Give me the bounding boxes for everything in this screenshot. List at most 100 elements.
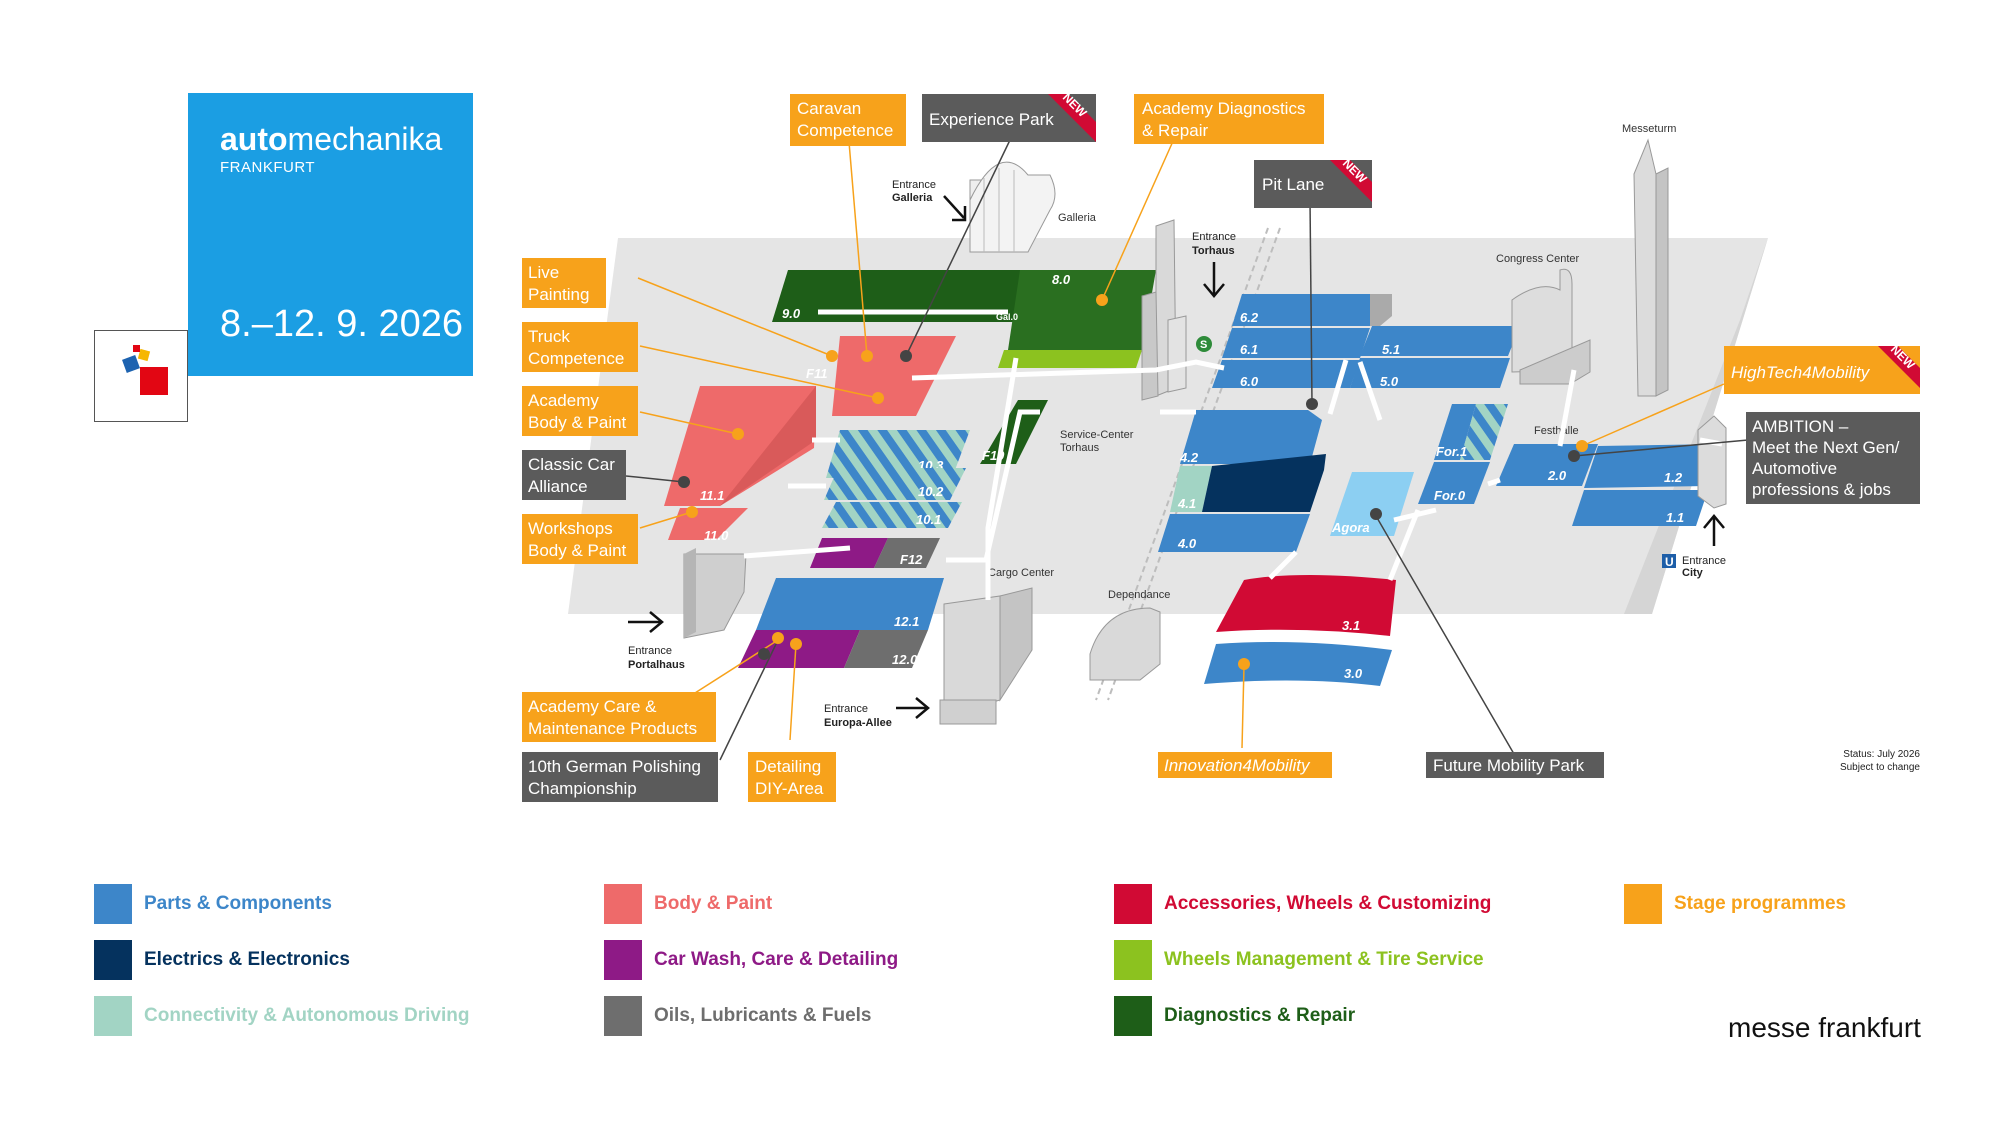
- hall-4-1-electrics[interactable]: [1202, 454, 1326, 512]
- entrance-torhaus-label-1: Entrance: [1192, 231, 1236, 243]
- hall-1-2[interactable]: [1584, 444, 1722, 488]
- hall-8-0-wheels[interactable]: [998, 350, 1142, 368]
- svg-text:S: S: [1200, 339, 1207, 351]
- hall-8-0[interactable]: [1008, 270, 1156, 350]
- legend-swatch: [1114, 940, 1152, 980]
- entrance-torhaus-arrow-icon: [1203, 262, 1225, 298]
- svg-text:Detailing: Detailing: [755, 757, 821, 776]
- legend-label: Oils, Lubricants & Fuels: [654, 1005, 872, 1026]
- callout-ambition[interactable]: AMBITION – Meet the Next Gen/ Automotive…: [1746, 412, 1920, 504]
- entrance-portalhaus-label-1: Entrance: [628, 645, 672, 657]
- hall-4-2[interactable]: [1180, 410, 1322, 464]
- s-bahn-icon: S: [1196, 336, 1212, 352]
- callout-caravan[interactable]: Caravan Competence: [790, 94, 906, 146]
- hall-10-2[interactable]: [824, 468, 966, 500]
- entrance-europa-arrow-icon: [896, 697, 930, 719]
- callout-truck-competence[interactable]: Truck Competence: [522, 322, 638, 372]
- hall-6-2[interactable]: [1232, 294, 1382, 326]
- callout-academy-diagnostics[interactable]: Academy Diagnostics & Repair: [1134, 94, 1324, 144]
- messe-cubes-logo: [94, 330, 188, 422]
- legend-parts-components: Parts & Components: [94, 884, 332, 924]
- callout-hightech[interactable]: HighTech4Mobility NEW: [1724, 342, 1920, 394]
- svg-text:Competence: Competence: [528, 349, 624, 368]
- svg-text:10th German Polishing: 10th German Polishing: [528, 757, 701, 776]
- festhalle-label: Festhalle: [1534, 425, 1579, 437]
- hall-6-1-label: 6.1: [1240, 342, 1258, 357]
- hall-6-0[interactable]: [1212, 360, 1360, 388]
- agora-label: Agora: [1331, 520, 1370, 535]
- hall-3-0[interactable]: [1204, 642, 1392, 686]
- hall-12-0-oils[interactable]: [844, 630, 928, 668]
- callout-polishing[interactable]: 10th German Polishing Championship: [522, 752, 718, 802]
- galleria-building: [969, 161, 1056, 253]
- svg-text:Live: Live: [528, 263, 559, 282]
- callout-detailing[interactable]: Detailing DIY-Area: [748, 752, 836, 802]
- hall-1-1[interactable]: [1572, 490, 1708, 526]
- service-center-label-2: Torhaus: [1060, 442, 1100, 454]
- service-center-label-1: Service-Center: [1060, 429, 1134, 441]
- hall-for-0-label: For.0: [1434, 488, 1466, 503]
- hall-12-1-label: 12.1: [894, 614, 919, 629]
- svg-text:Future Mobility Park: Future Mobility Park: [1433, 756, 1585, 775]
- hall-for-1[interactable]: [1434, 404, 1476, 460]
- callout-innovation[interactable]: Innovation4Mobility: [1158, 752, 1332, 778]
- hall-for-0[interactable]: [1418, 462, 1490, 504]
- hall-f12-wash[interactable]: [810, 538, 888, 568]
- u-bahn-icon: U: [1662, 554, 1676, 569]
- callout-academy-body[interactable]: Academy Body & Paint: [522, 386, 638, 436]
- portalhaus-building: [683, 548, 747, 639]
- hall-5-1[interactable]: [1360, 326, 1520, 356]
- legend-accessories: Accessories, Wheels & Customizing: [1114, 884, 1491, 924]
- legend-diagnostics: Diagnostics & Repair: [1114, 996, 1355, 1036]
- callout-classic-car[interactable]: Classic Car Alliance: [522, 450, 626, 500]
- entrance-galleria-arrow-icon: [943, 195, 967, 222]
- hall-5-1-label: 5.1: [1382, 342, 1400, 357]
- callout-academy-care[interactable]: Academy Care & Maintenance Products: [522, 692, 716, 742]
- hall-10-3[interactable]: [826, 430, 970, 478]
- hall-f12-oils[interactable]: [874, 538, 940, 568]
- congress-center-label: Congress Center: [1496, 253, 1579, 265]
- hall-6-1[interactable]: [1222, 328, 1370, 358]
- svg-text:DIY-Area: DIY-Area: [755, 779, 824, 798]
- callout-pit-lane[interactable]: Pit Lane NEW: [1254, 156, 1372, 208]
- hall-f11-label: F11: [806, 366, 827, 381]
- hall-5-0[interactable]: [1350, 358, 1510, 388]
- hall-1-1-label: 1.1: [1666, 510, 1684, 525]
- callout-experience-park[interactable]: Experience Park NEW: [922, 90, 1096, 142]
- legend-swatch: [94, 940, 132, 980]
- hall-10-1[interactable]: [822, 502, 962, 528]
- callout-live-painting[interactable]: Live Painting: [522, 258, 606, 308]
- hall-4-0[interactable]: [1158, 514, 1310, 552]
- logo-name: automechanika: [220, 121, 443, 157]
- hall-6-2-label: 6.2: [1240, 310, 1259, 325]
- svg-text:Experience Park: Experience Park: [929, 110, 1054, 129]
- legend-label: Electrics & Electronics: [144, 949, 350, 970]
- automechanika-logo: automechanika FRANKFURT 8.–12. 9. 2026: [188, 93, 473, 376]
- legend-label: Wheels Management & Tire Service: [1164, 949, 1484, 970]
- entrance-portalhaus-label-2: Portalhaus: [628, 659, 685, 671]
- entrance-europa-label-2: Europa-Allee: [824, 717, 892, 729]
- hall-4-1-connectivity[interactable]: [1170, 466, 1212, 512]
- hall-3-1[interactable]: [1216, 575, 1396, 636]
- svg-text:Painting: Painting: [528, 285, 589, 304]
- svg-text:HighTech4Mobility: HighTech4Mobility: [1731, 363, 1871, 382]
- galleria-label: Galleria: [1058, 212, 1097, 224]
- legend-swatch: [604, 884, 642, 924]
- entrance-galleria-label-1: Entrance: [892, 179, 936, 191]
- legend-electrics: Electrics & Electronics: [94, 940, 350, 980]
- agora-area[interactable]: [1330, 472, 1414, 536]
- hall-12-1[interactable]: [756, 578, 944, 630]
- callout-future-mobility[interactable]: Future Mobility Park: [1426, 752, 1604, 778]
- legend-car-wash: Car Wash, Care & Detailing: [604, 940, 898, 980]
- hall-11-1[interactable]: [664, 386, 816, 506]
- callout-workshops[interactable]: Workshops Body & Paint: [522, 514, 638, 564]
- hall-11-1-side: [720, 386, 816, 506]
- legend-oils: Oils, Lubricants & Fuels: [604, 996, 872, 1036]
- status-note: Status: July 2026 Subject to change: [1839, 749, 1920, 773]
- entrance-city-arrow-icon: [1703, 514, 1725, 546]
- svg-text:Meet the Next Gen/: Meet the Next Gen/: [1752, 438, 1900, 457]
- leader-lines: [625, 129, 1749, 761]
- hall-4-2-label: 4.2: [1179, 450, 1199, 465]
- hall-for-1-connectivity[interactable]: [1460, 404, 1508, 460]
